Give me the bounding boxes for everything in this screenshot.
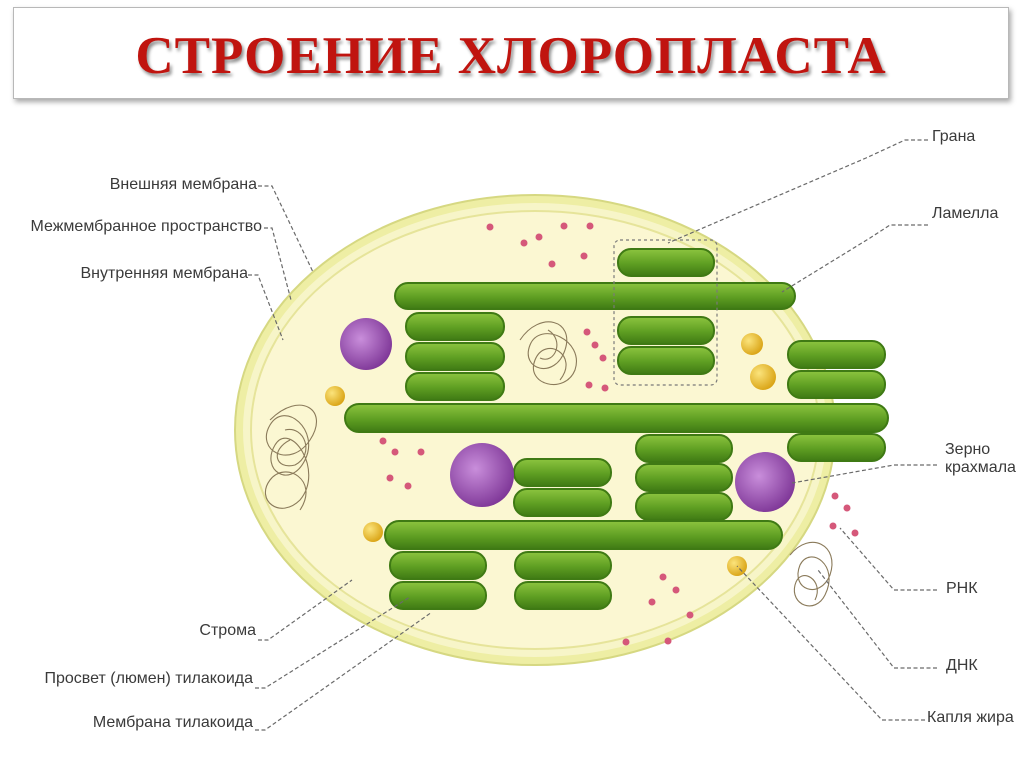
thylakoid-disk bbox=[635, 434, 733, 463]
starch-grain bbox=[340, 318, 392, 370]
label-inner-membrane: Внутренняя мембрана bbox=[80, 265, 249, 282]
lamella bbox=[384, 520, 783, 550]
dna-tangle bbox=[789, 542, 833, 607]
label-thylakoid-membrane: Мембрана тилакоида bbox=[92, 714, 253, 731]
label-starch-line1: Зерно bbox=[945, 441, 991, 458]
leader-intermembrane bbox=[264, 227, 292, 301]
lamellae bbox=[344, 282, 889, 550]
label-lumen: Просвет (люмен) тилакоида bbox=[44, 670, 254, 687]
thylakoid-disk bbox=[405, 312, 505, 341]
leader-lumen bbox=[255, 596, 411, 689]
lipid-drop bbox=[750, 364, 776, 390]
label-intermembrane-space: Межмембранное пространство bbox=[30, 218, 263, 235]
thylakoid-disk bbox=[513, 488, 612, 517]
dna-tangle bbox=[264, 404, 317, 511]
leader-thylakoid-membrane bbox=[255, 611, 433, 731]
title-box: СТРОЕНИЕ ХЛОРОПЛАСТА bbox=[13, 7, 1009, 99]
leader-dna bbox=[817, 569, 937, 669]
thylakoid-disk bbox=[787, 433, 886, 462]
thylakoid-disk bbox=[514, 581, 612, 610]
thylakoid-disk bbox=[617, 346, 715, 375]
label-lipid-drop: Капля жира bbox=[927, 709, 1014, 726]
leader-rna bbox=[839, 527, 937, 591]
starch-grains bbox=[340, 318, 795, 512]
lipid-drop bbox=[741, 333, 763, 355]
label-starch: Зерно крахмала bbox=[945, 441, 1016, 478]
thylakoid-disk bbox=[389, 551, 487, 580]
leader-grana bbox=[667, 139, 928, 244]
thylakoid-disk bbox=[513, 458, 612, 487]
lamella bbox=[394, 282, 796, 310]
label-outer-membrane: Внешняя мембрана bbox=[109, 176, 257, 193]
leader-stroma bbox=[258, 579, 353, 641]
granum-highlight-box bbox=[613, 239, 718, 386]
thylakoid-disk bbox=[405, 372, 505, 401]
leader-inner-membrane bbox=[248, 274, 284, 341]
thylakoid-disk bbox=[405, 342, 505, 371]
dna-tangles bbox=[264, 321, 833, 607]
thylakoid-disk bbox=[617, 316, 715, 345]
lipid-drops bbox=[325, 333, 776, 576]
leader-starch bbox=[791, 464, 937, 484]
label-starch-line2: крахмала bbox=[945, 459, 1016, 477]
thylakoid-disk bbox=[635, 492, 733, 521]
dna-tangle bbox=[519, 321, 577, 386]
label-grana: Грана bbox=[932, 128, 976, 145]
thylakoid-disk bbox=[787, 370, 886, 399]
label-lamella: Ламелла bbox=[932, 205, 999, 222]
label-dna: ДНК bbox=[946, 657, 978, 674]
leader-lines bbox=[248, 139, 937, 731]
thylakoid-disk bbox=[787, 340, 886, 369]
thylakoid-disk bbox=[389, 581, 487, 610]
slide-title: СТРОЕНИЕ ХЛОРОПЛАСТА bbox=[135, 27, 887, 85]
grana-stacks bbox=[389, 239, 886, 610]
rna-dots bbox=[379, 222, 859, 646]
thylakoid-disk bbox=[617, 248, 715, 277]
thylakoid-disk bbox=[635, 463, 733, 492]
thylakoid-disk bbox=[514, 551, 612, 580]
leader-outer-membrane bbox=[258, 185, 314, 273]
leader-lamella bbox=[781, 224, 928, 293]
lamella bbox=[344, 403, 889, 433]
lipid-drop bbox=[325, 386, 345, 406]
starch-grain bbox=[450, 443, 514, 507]
lipid-drop bbox=[363, 522, 383, 542]
label-rna: РНК bbox=[946, 580, 978, 597]
starch-grain bbox=[735, 452, 795, 512]
leader-lipid bbox=[736, 565, 925, 721]
label-stroma: Строма bbox=[199, 622, 256, 639]
